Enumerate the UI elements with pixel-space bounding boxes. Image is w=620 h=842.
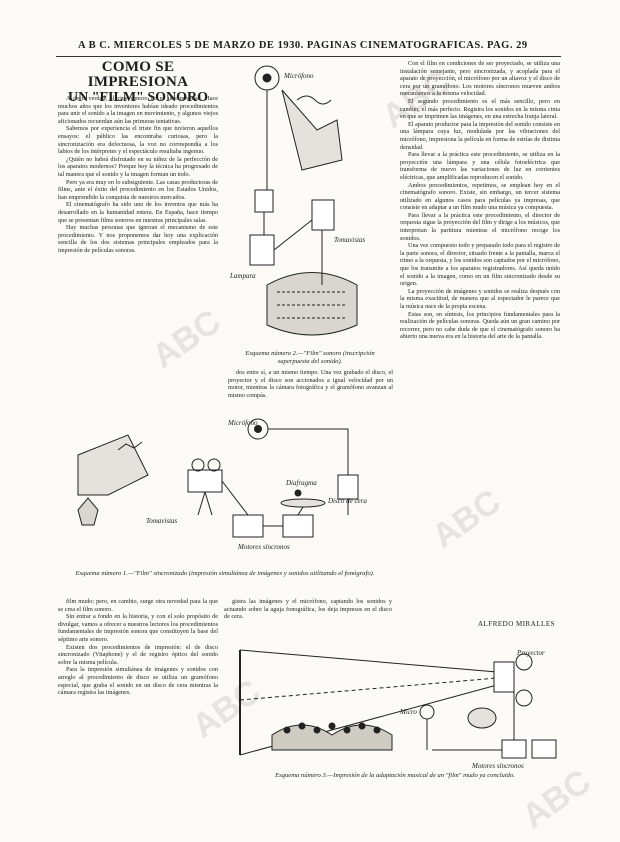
paragraph: Para llevar a la práctica este procedimi… — [400, 211, 560, 242]
paragraph: Una vez compuesto todo y preparado todo … — [400, 242, 560, 288]
fig1-label-wax-disc: Disco de cera — [327, 497, 367, 505]
paragraph: Estas son, en síntesis, los principios f… — [400, 310, 560, 341]
fig2-label-lamp: Lampara — [229, 272, 256, 280]
camera-icon — [187, 469, 223, 493]
fig3-label-projector: Proyector — [516, 649, 545, 657]
title-line-2: UN "FILM" SONORO — [68, 90, 208, 105]
figure-1-caption: Esquema número 1.—"Film" sincronizado (i… — [75, 570, 375, 577]
text-column-middle-fig2: dos entre sí, a un mismo tiempo. Una vez… — [228, 369, 393, 409]
paragraph: dos entre sí, a un mismo tiempo. Una vez… — [228, 369, 393, 399]
text-column-left-bottom: film mudo; pero, en cambio, surge otra n… — [58, 598, 218, 808]
article-title: COMO SE IMPRESIONA UN "FILM" SONORO — [58, 59, 218, 106]
figure-3-caption: Esquema número 3.—Impresión de la adapta… — [275, 772, 515, 779]
fig1-label-microphone: Micrófono — [227, 419, 258, 427]
header-rule — [56, 56, 561, 57]
paragraph: film mudo; pero, en cambio, surge otra n… — [58, 598, 218, 613]
fig1-label-camera: Tomavistas — [146, 517, 178, 525]
lamp-box — [249, 234, 275, 266]
paragraph: Sabemos por experiencia el triste fin qu… — [58, 125, 218, 156]
paragraph: Sin entrar a fondo en la historia, y con… — [58, 613, 218, 643]
fig3-label-motors: Motores síncronos — [471, 762, 524, 770]
paragraph: Para la impresión simultánea de imágenes… — [58, 666, 218, 697]
page-header: A B C. MIERCOLES 5 DE MARZO DE 1930. PAG… — [78, 40, 528, 51]
paragraph: gistra las imágenes y el micrófono, capt… — [224, 598, 392, 621]
projector-icon — [493, 661, 515, 693]
paragraph: El segundo procedimiento es el más senci… — [400, 97, 560, 121]
motor-box — [501, 739, 527, 759]
fig2-label-microphone: Micrófono — [283, 72, 314, 80]
disc-icon — [467, 707, 497, 729]
amplifier-box — [337, 474, 359, 500]
piano-icon — [77, 434, 149, 496]
figure-3-diagram: Proyector Micro Motores síncronos — [239, 649, 557, 770]
motor-box — [531, 739, 557, 759]
fig2-label-camera: Tomavistas — [334, 236, 366, 244]
title-line-1: COMO SE IMPRESIONA — [87, 59, 189, 90]
motor-box — [282, 514, 314, 538]
paragraph: ¿Quién no habrá disfrutado en su niñez d… — [58, 155, 218, 178]
paragraph: El cinematógrafo ha sido uno de los inve… — [58, 201, 218, 224]
text-column-right: Con el film en condiciones de ser proyec… — [400, 60, 560, 600]
microphone-icon — [419, 704, 435, 720]
paragraph: A decir verdad, el cine sonoro no es una… — [58, 95, 218, 125]
film-reel-icon — [266, 272, 358, 336]
paragraph: Hay muchas personas que ignoran el mecan… — [58, 224, 218, 254]
motor-box — [232, 514, 264, 538]
figure-2-caption: Esquema número 2.—"Film" sonoro (inscrip… — [245, 350, 375, 365]
fig1-label-motors: Motores síncronos — [237, 543, 290, 551]
text-column-middle-bottom: gistra las imágenes y el micrófono, capt… — [224, 598, 392, 636]
author-signature: ALFREDO MIRALLES — [477, 620, 555, 628]
paragraph: Para llevar a la práctica este procedimi… — [400, 151, 560, 181]
fig3-label-micro: Micro — [399, 708, 417, 716]
fig1-label-diaphragm: Diafragma — [285, 479, 317, 487]
piano-icon — [281, 89, 343, 171]
figure-2-diagram: Micrófono Tomavistas Lampara — [229, 65, 366, 336]
paragraph: Con el film en condiciones de ser proyec… — [400, 60, 560, 98]
paragraph: La proyección de imágenes y sonidos se r… — [400, 287, 560, 310]
paragraph: Pero ya era muy en lo subsiguiente. Las … — [58, 178, 218, 201]
amplifier-box — [254, 189, 274, 213]
camera-box — [311, 199, 335, 231]
wax-disc-icon — [280, 498, 326, 508]
figure-1-diagram: Micrófono Tomavistas Diafragma Disco de … — [77, 418, 367, 551]
text-column-left-top: A decir verdad, el cine sonoro no es una… — [58, 95, 218, 385]
paragraph: El aparato productor para la impresión d… — [400, 120, 560, 151]
paragraph: Existen dos procedimientos de impresión:… — [58, 643, 218, 666]
paragraph: Ambos procedimientos, repetimos, se empl… — [400, 181, 560, 212]
orchestra-icon — [271, 724, 393, 751]
pianist-icon — [77, 497, 99, 526]
